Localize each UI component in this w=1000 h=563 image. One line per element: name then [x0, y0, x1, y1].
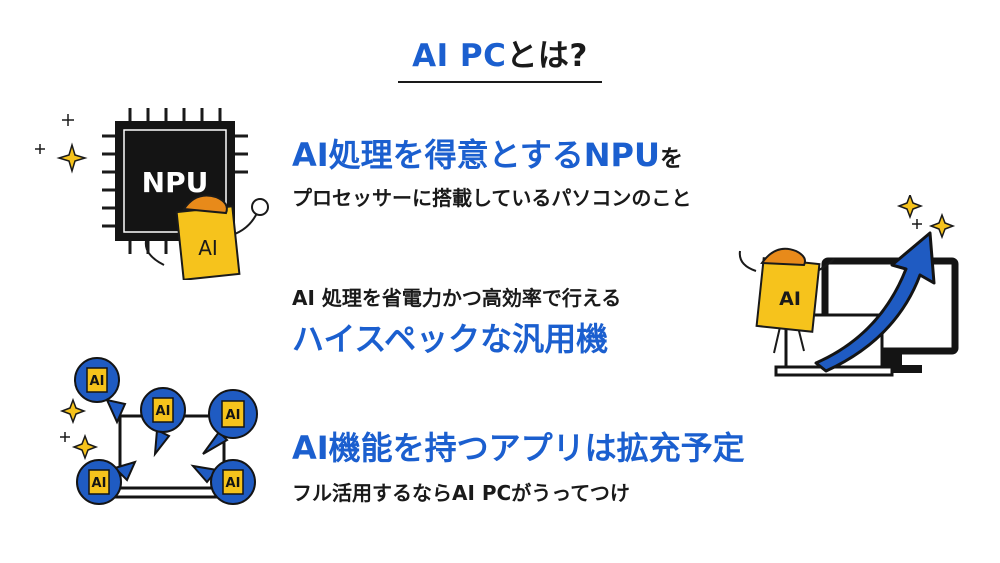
speech-bubble-icon: AI [76, 459, 137, 505]
npu-chip-illustration: NPU AI [35, 108, 269, 280]
ai-mascot: AI [144, 194, 269, 280]
page-title: AI PCとは? [398, 30, 602, 83]
section3-headline: AI機能を持つアプリは拡充予定 [292, 429, 745, 467]
section1-headline: AI処理を得意とするNPUを [292, 130, 683, 176]
title-container: AI PCとは? [0, 30, 1000, 83]
bubble-label: AI [90, 374, 105, 389]
title-suffix: とは? [506, 38, 588, 74]
mascot-label: AI [779, 288, 801, 310]
chip-label: NPU [142, 166, 209, 199]
sparkle-icon [59, 397, 99, 461]
section1-headline-blue: AI処理を得意とするNPU [292, 136, 660, 174]
speech-bubble-icon: AI [74, 357, 127, 425]
section2-lead: AI 処理を省電力かつ高効率で行える [292, 286, 622, 310]
sparkle-icon [35, 114, 74, 154]
bubble-label: AI [226, 408, 241, 423]
performance-illustration: AI [738, 195, 959, 377]
speech-bubble-icon: AI [202, 389, 258, 455]
arrow-up-icon [814, 231, 936, 373]
speech-bubble-icon: AI [140, 387, 186, 458]
mascot-label: AI [198, 236, 218, 260]
sparkle-icon [896, 195, 956, 240]
section3-subline: フル活用するならAI PCがうってつけ [292, 481, 630, 505]
section1-subline: プロセッサーに搭載しているパソコンのこと [292, 186, 692, 210]
bubble-label: AI [226, 476, 241, 491]
title-main: AI PC [412, 38, 507, 74]
sparkle-icon [56, 142, 88, 174]
ai-apps-illustration: AI AI AI AI AI [59, 357, 258, 505]
bubble-label: AI [156, 404, 171, 419]
section1-headline-suffix: を [659, 146, 683, 172]
cpu-chip-icon [102, 108, 248, 254]
speech-bubble-icon: AI [190, 459, 256, 505]
bubble-label: AI [92, 476, 107, 491]
section2-headline: ハイスペックな汎用機 [292, 320, 609, 358]
ai-mascot: AI [738, 247, 835, 354]
